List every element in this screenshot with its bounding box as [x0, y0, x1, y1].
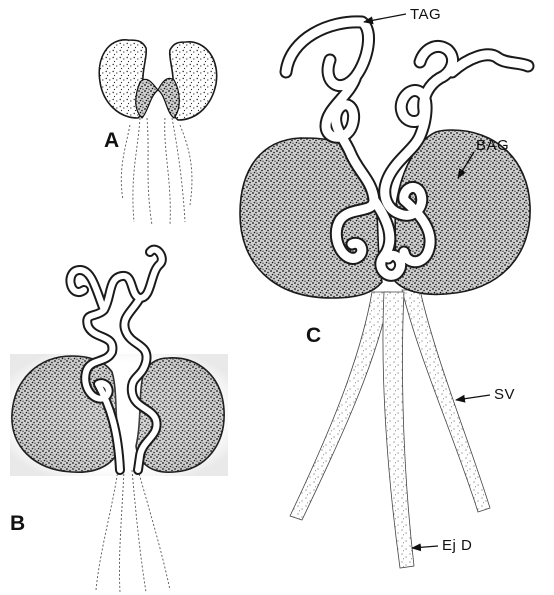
seminal-vesicle-left: [290, 292, 390, 520]
callout-tag: TAG: [364, 6, 441, 23]
callout-ejd-label: Ej D: [442, 537, 472, 554]
panel-c-label: C: [306, 324, 321, 347]
callout-bag-label: BAG: [476, 137, 509, 154]
ejaculatory-duct: [383, 292, 414, 568]
panel-a-label: A: [104, 129, 119, 152]
seminal-vesicle-right: [402, 290, 490, 512]
callout-tag-label: TAG: [410, 6, 441, 23]
panel-b-specimen: [10, 250, 228, 592]
callout-ejd: Ej D: [412, 537, 472, 554]
callout-sv: SV: [456, 386, 515, 403]
panel-a-ducts: [121, 118, 192, 225]
callout-sv-label: SV: [494, 386, 515, 403]
panel-a-center-tubule: [136, 78, 180, 118]
panel-b-ducts: [96, 470, 170, 592]
panel-b-left-lobe: [12, 356, 120, 472]
panel-b-label: B: [10, 512, 25, 535]
panel-c-specimen: [240, 22, 530, 568]
